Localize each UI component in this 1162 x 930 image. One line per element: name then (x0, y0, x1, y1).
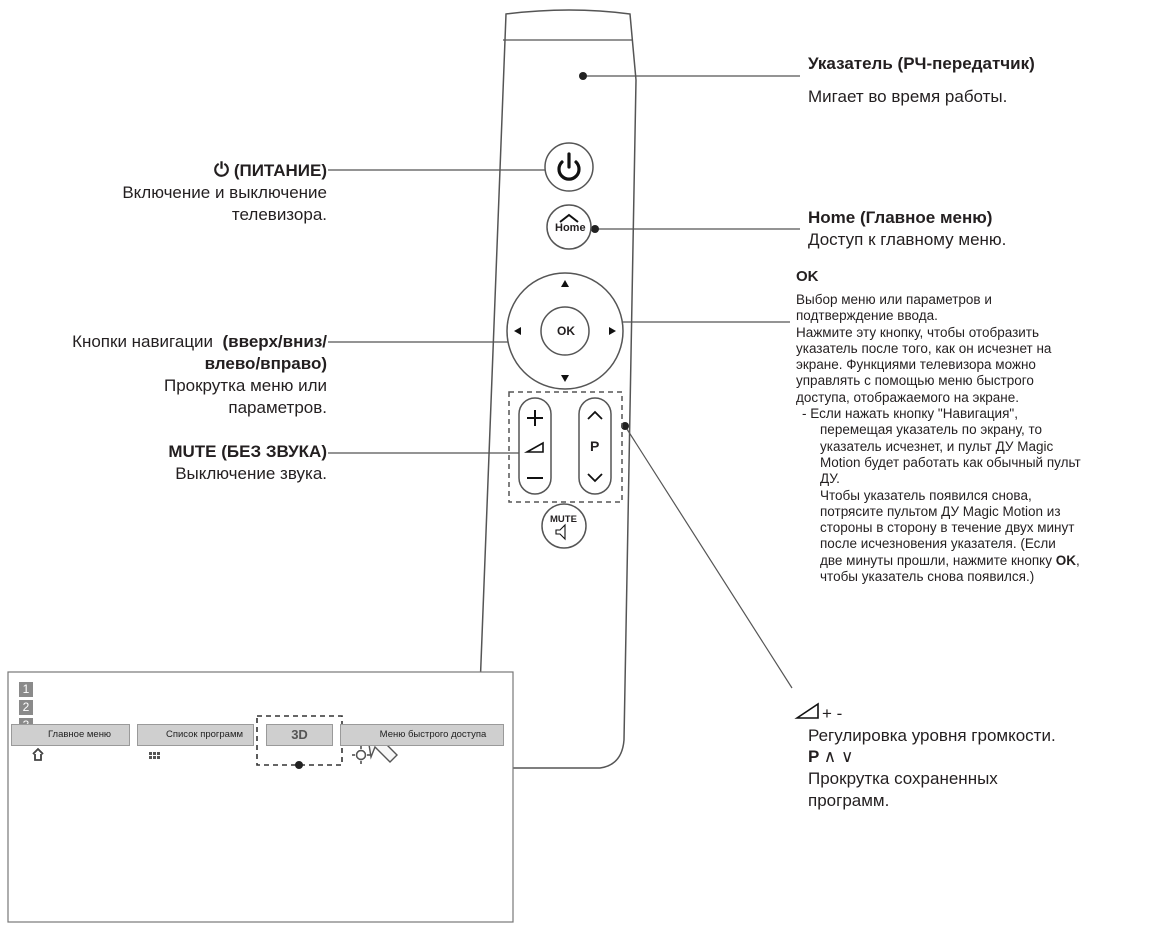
channel-up-icon (587, 410, 603, 420)
ok-note-last: чтобы указатель снова появился.) (820, 569, 1035, 585)
ok-line: Выбор меню или параметров и (796, 292, 992, 307)
program-desc-2: программ. (808, 791, 890, 810)
mute-button-label: MUTE (550, 514, 577, 525)
program-rocker (578, 397, 612, 495)
volume-rocker (518, 397, 552, 495)
ok-description: Выбор меню или параметров и подтверждени… (796, 292, 1162, 585)
power-symbol-icon: ⏻ (214, 160, 230, 181)
power-desc-2: телевизора. (231, 205, 327, 224)
mute-title: MUTE (БЕЗ ЗВУКА) (168, 442, 327, 461)
ok-line: указатель после того, как он исчезнет на (796, 340, 1052, 356)
down-arrow-icon (561, 375, 569, 382)
ok-line: Нажмите эту кнопку, чтобы отобразить (796, 324, 1040, 340)
pointer-title: Указатель (РЧ-передатчик) (808, 54, 1035, 73)
volume-icon (523, 441, 544, 453)
leader-lines (328, 75, 800, 689)
up-arrow-icon (561, 280, 569, 287)
ok-note-line: потрясите пультом ДУ Magic Motion из (820, 503, 1061, 519)
volume-title-tail: + - (822, 704, 843, 723)
home-button (546, 204, 592, 250)
quick-menu-button[interactable]: Меню быстрого доступа (340, 724, 504, 746)
tv-screen-panel: 1 2 3 Главное меню Список программ 3D Ме… (8, 672, 513, 922)
ok-button-label: OK (557, 324, 575, 338)
volume-triangle-icon (794, 702, 819, 719)
home-title: Home (Главное меню) (808, 208, 993, 227)
ok-line: управлять с помощью меню быстрого (796, 373, 1034, 389)
left-arrow-icon (514, 327, 521, 335)
program-button-label: P (590, 438, 600, 454)
program-number: 1 (19, 682, 33, 697)
ok-note-line: Motion будет работать как обычный пульт (820, 454, 1081, 470)
ok-note-line: ДУ. (820, 471, 840, 487)
program-desc-1: Прокрутка сохраненных (808, 769, 998, 788)
power-icon (557, 152, 581, 181)
nav-title: Кнопки навигации (вверх/вниз/ (72, 332, 327, 351)
nav-desc-2: параметров. (228, 398, 327, 417)
channel-down-icon (587, 473, 603, 483)
ok-note-line: стороны в сторону в течение двух минут (820, 520, 1075, 536)
ok-note-line: Чтобы указатель появился снова, (820, 487, 1032, 503)
home-button-label: Home (555, 222, 586, 234)
home-icon (559, 213, 579, 223)
screen-panel-frame (7, 671, 514, 923)
volume-desc: Регулировка уровня громкости. (808, 726, 1056, 745)
ok-note-bold: OK (1055, 552, 1077, 568)
volume-program-group (508, 391, 623, 503)
right-arrow-icon (609, 327, 616, 335)
ok-note-line: после исчезновения указателя. (Если (820, 536, 1056, 552)
pointer-desc: Мигает во время работы. (808, 87, 1008, 106)
mute-desc: Выключение звука. (175, 464, 327, 483)
main-menu-button[interactable]: Главное меню (11, 724, 130, 746)
nav-desc-1: Прокрутка меню или (163, 376, 327, 395)
ok-note-line: указатель исчезнет, и пульт ДУ Magic (820, 438, 1054, 454)
3d-button[interactable]: 3D (266, 724, 333, 746)
ok-line: доступа, отображаемого на экране. (796, 389, 1020, 405)
program-number: 2 (19, 700, 33, 715)
power-desc-1: Включение и выключение (122, 183, 327, 202)
ok-line: подтверждение ввода. (796, 308, 938, 324)
ok-note-line: перемещая указатель по экрану, то (820, 422, 1043, 438)
ok-line: экране. Функциями телевизора можно (796, 357, 1036, 373)
channel-list-button[interactable]: Список программ (137, 724, 254, 746)
nav-title-2: влево/вправо) (204, 354, 327, 373)
ok-note-line: две минуты прошли, нажмите кнопку OK, (820, 552, 1080, 568)
program-title: P ∧ ∨ (808, 747, 854, 766)
power-title: ⏻ (ПИТАНИЕ) (214, 160, 327, 181)
ok-button (540, 306, 590, 356)
ok-title: OK (796, 268, 819, 285)
ok-note-line: - Если нажать кнопку "Навигация", (802, 406, 1018, 422)
home-desc: Доступ к главному меню. (808, 230, 1007, 249)
mute-icon (555, 523, 566, 541)
